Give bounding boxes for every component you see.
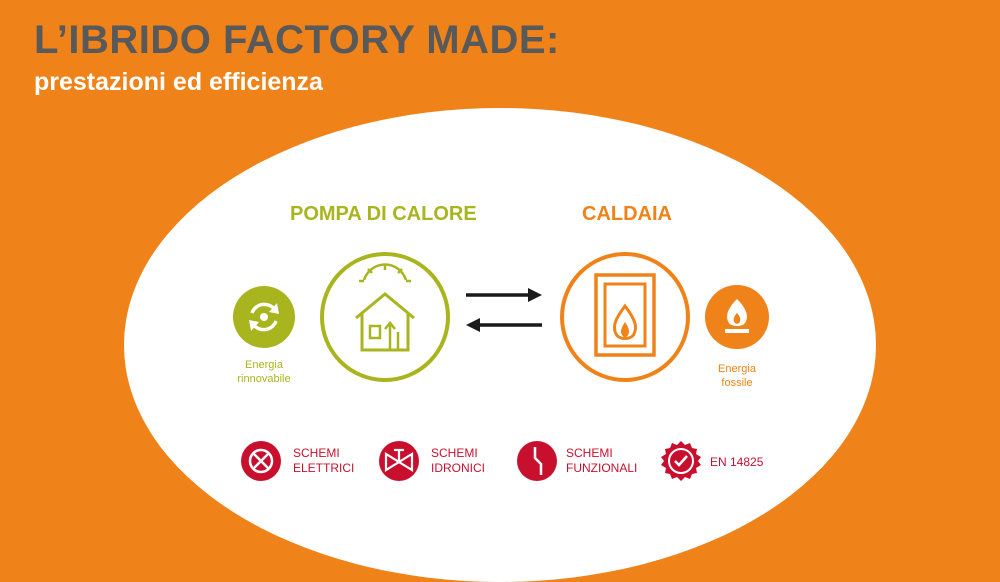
fossil-label-line2: fossile [721,377,753,389]
doc-hydronic-line2: IDRONICI [431,461,485,475]
renewable-energy-icon [233,286,295,348]
fossil-label-line1: Energia [718,363,756,375]
renewable-label-line2: rinnovabile [237,373,291,385]
fossil-energy-label: Energia fossile [704,362,770,390]
functional-schema-icon [517,441,557,481]
doc-electrical-line1: SCHEMI [293,446,340,460]
electrical-schema-icon [241,441,281,481]
fossil-energy-icon [705,285,769,349]
doc-functional-line1: SCHEMI [566,446,613,460]
exchange-arrows-icon [466,288,542,332]
heat-pump-icon [320,252,450,382]
doc-label-electrical: SCHEMI ELETTRICI [293,446,354,476]
renewable-label-line1: Energia [245,359,283,371]
doc-label-functional: SCHEMI FUNZIONALI [566,446,637,476]
renewable-energy-label: Energia rinnovabile [232,358,296,386]
boiler-icon [560,252,690,382]
certification-seal-icon [661,441,701,481]
doc-hydronic-line1: SCHEMI [431,446,478,460]
heat-pump-heading: POMPA DI CALORE [290,203,477,225]
doc-functional-line2: FUNZIONALI [566,461,638,475]
valve-icon [379,441,419,481]
doc-en14825-line1: EN 14825 [710,455,764,469]
page-subtitle: prestazioni ed efficienza [34,68,323,96]
doc-electrical-line2: ELETTRICI [293,461,355,475]
page-title: L’IBRIDO FACTORY MADE: [34,18,560,62]
doc-label-hydronic: SCHEMI IDRONICI [431,446,485,476]
doc-label-en14825: EN 14825 [710,455,763,470]
boiler-heading: CALDAIA [582,203,672,225]
